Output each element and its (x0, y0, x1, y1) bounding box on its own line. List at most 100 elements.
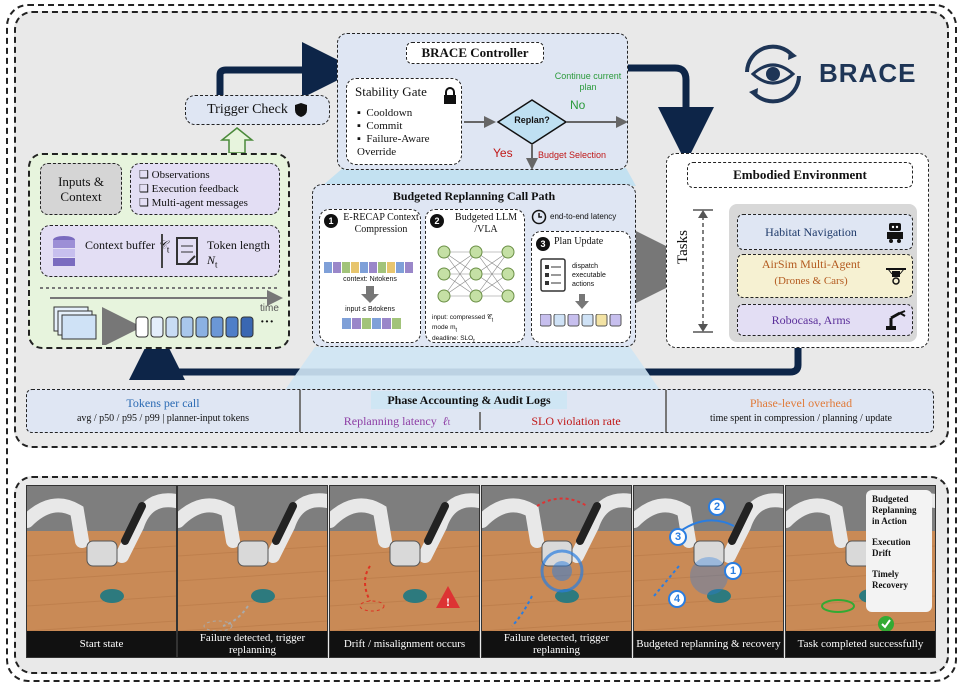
task-robocasa-label: Robocasa, Arms (771, 312, 851, 327)
scene-frame-4: Failure detected, trigger replanning (481, 485, 632, 658)
robot-scene-image (482, 486, 631, 657)
brand-name: BRACE (819, 58, 917, 88)
frame-caption: Budgeted replanning & recovery (634, 631, 783, 657)
frame-caption: Drift / misalignment occurs (330, 631, 479, 657)
eye-icon (745, 44, 801, 104)
replan-question: Replan? (514, 115, 550, 125)
frame-caption: Start state (27, 631, 176, 657)
call-path-panel: Budgeted Replanning Call Path 1 E-RECAP … (312, 184, 636, 347)
input-item-feedback: ❑ Execution feedback (139, 183, 239, 195)
database-icon (53, 236, 75, 266)
context-buffer-label: Context buffer 𝒞t (85, 238, 170, 255)
legend-recovery: Timely Recovery (872, 569, 908, 590)
slo-violation-rate: SLO violation rate (531, 414, 621, 428)
task-airsim[interactable]: AirSim Multi-Agent (Drones & Cars) (737, 254, 913, 298)
step-plan-update: 3 Plan Update dispatch executable action… (531, 231, 631, 343)
gate-item-cooldown: ▪ Cooldown (357, 107, 413, 119)
robot-scene-image: ! (330, 486, 479, 657)
shield-icon (294, 103, 307, 117)
environment-title: Embodied Environment (687, 162, 913, 188)
checklist-icon (540, 258, 566, 292)
no-label: No (570, 98, 586, 112)
legend-budgeted: Budgeted Replanning in Action (872, 494, 917, 526)
gate-item-override: ▪ Failure-Aware Override (357, 133, 430, 158)
dispatch-label: dispatch executable actions (572, 263, 606, 288)
brace-controller: BRACE Controller Stability Gate ▪ Cooldo… (337, 33, 628, 170)
embodied-environment: Embodied Environment Tasks Habitat Navig… (666, 153, 929, 348)
tasks-bracket (693, 209, 713, 333)
scene-frame-3: ! Drift / misalignment occurs (329, 485, 480, 658)
connector-arrows (129, 42, 802, 390)
input-list: ❑ Observations ❑ Execution feedback ❑ Mu… (130, 163, 280, 215)
lock-icon (444, 87, 456, 104)
compressed-tokens-bar (342, 318, 401, 329)
robot-scene-image (27, 486, 176, 657)
context-tokens-bar (324, 262, 413, 273)
svg-text:!: ! (446, 595, 450, 609)
phase-overhead-title: Phase-level overhead (749, 396, 853, 410)
frame-caption: Failure detected, trigger replanning (482, 631, 631, 657)
robot-arm-icon (886, 310, 906, 330)
step-marker-2: 2 (708, 498, 726, 516)
token-stream (40, 287, 283, 345)
step3-number: 3 (536, 237, 550, 251)
task-habitat[interactable]: Habitat Navigation (737, 214, 913, 250)
step-compression: 1 E-RECAP Context Compression context: N… (319, 209, 421, 343)
clock-icon (531, 209, 547, 225)
trigger-check-box: Trigger Check (185, 95, 330, 125)
llm-deadline-label: deadline: SLOt (432, 334, 475, 344)
token-length-label: Token length Nt (207, 238, 270, 270)
step-marker-4: 4 (668, 590, 686, 608)
inputs-title: Inputs & Context (40, 163, 122, 215)
scene-frame-2: Failure detected, trigger replanning (177, 485, 328, 658)
step3-title: Plan Update (554, 236, 604, 247)
legend-box: Budgeted Replanning in Action Execution … (866, 490, 932, 612)
legend-drift: Execution Drift (872, 537, 911, 558)
call-path-title: Budgeted Replanning Call Path (392, 189, 556, 203)
frame-caption: Task completed successfully (786, 631, 935, 657)
frame-stack-icon (53, 306, 97, 340)
input-item-observations: ❑ Observations (139, 169, 210, 181)
divider (665, 390, 667, 432)
tokens-per-call-detail: avg / p50 / p95 / p99 | planner-input to… (76, 413, 250, 424)
divider (161, 234, 163, 268)
controller-title: BRACE Controller (406, 42, 544, 64)
step-marker-1: 1 (724, 562, 742, 580)
gate-item-commit: ▪ Commit (357, 120, 403, 132)
continue-label: Continue current plan (554, 71, 622, 92)
step2-number: 2 (430, 214, 444, 228)
stability-gate-box: Stability Gate ▪ Cooldown ▪ Commit ▪ Fai… (346, 78, 462, 165)
tokens-per-call-title: Tokens per call (126, 396, 200, 410)
budget-selection-label: Budget Selection (538, 150, 607, 160)
step-llm: 2 Budgeted LLM /VLA input: compressed 𝒞t… (425, 209, 525, 344)
neural-network-icon (437, 245, 515, 303)
robot-icon (887, 223, 903, 243)
step1-title: E-RECAP Context Compression (343, 212, 419, 235)
frame-caption: Failure detected, trigger replanning (178, 631, 327, 657)
task-habitat-label: Habitat Navigation (765, 224, 857, 239)
step2-title: Budgeted LLM /VLA (455, 212, 517, 235)
llm-input-label: input: compressed 𝒞t (432, 314, 494, 324)
action-tokens-bar (540, 314, 622, 327)
decision-diagram (464, 99, 628, 170)
down-arrow-icon (361, 286, 379, 303)
clipboard-icon (176, 237, 198, 265)
divider (479, 412, 481, 430)
audit-title: Phase Accounting & Audit Logs (371, 391, 567, 409)
inputs-context-panel: Inputs & Context ❑ Observations ❑ Execut… (28, 153, 290, 349)
task-airsim-sub: (Drones & Cars) (774, 275, 848, 287)
audit-logs-bar: Tokens per call avg / p50 / p95 / p99 | … (26, 389, 934, 433)
step1-number: 1 (324, 214, 338, 228)
down-arrow-icon (575, 294, 589, 309)
task-robocasa[interactable]: Robocasa, Arms (737, 304, 913, 336)
drone-icon (886, 268, 906, 285)
llm-mode-label: mode mt (432, 324, 457, 334)
tasks-label: Tasks (675, 230, 691, 264)
token-blocks (135, 316, 254, 338)
phase-overhead-detail: time spent in compression / planning / u… (710, 413, 892, 424)
ellipsis: ··· (260, 315, 275, 330)
brace-logo: BRACE (735, 38, 925, 110)
